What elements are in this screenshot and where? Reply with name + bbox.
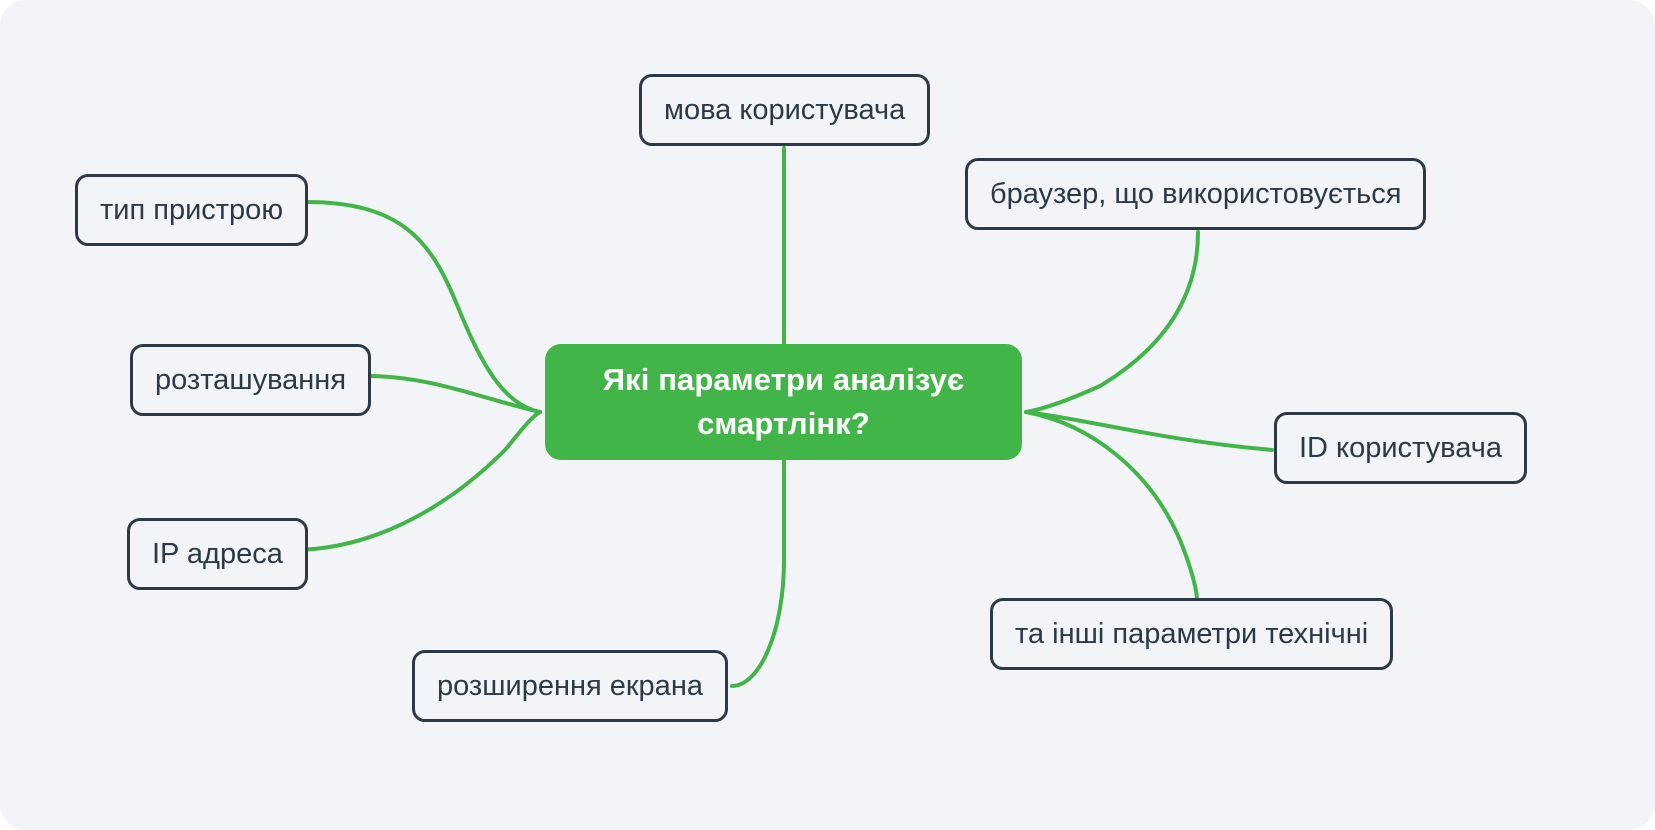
connector-other	[1024, 410, 1199, 600]
node-screen-resolution-label: розширення екрана	[437, 669, 703, 702]
connector-screen	[730, 458, 786, 688]
connector-location	[366, 374, 542, 414]
node-language-label: мова користувача	[664, 93, 906, 126]
node-language[interactable]: мова користувача	[639, 74, 931, 146]
central-node[interactable]: Які параметри аналізує смартлінк?	[545, 344, 1022, 460]
node-ip-address[interactable]: IP адреса	[127, 518, 308, 590]
node-other-parameters-label: та інші параметри технічні	[1015, 617, 1369, 650]
node-browser[interactable]: браузер, що використовується	[965, 158, 1427, 230]
connector-browser	[1024, 230, 1200, 414]
node-location[interactable]: розташування	[130, 344, 372, 416]
node-device-type-label: тип пристрою	[100, 193, 284, 226]
node-user-id-label: ID користувача	[1299, 431, 1502, 464]
central-node-label: Які параметри аналізує смартлінк?	[602, 361, 965, 441]
node-browser-label: браузер, що використовується	[990, 177, 1402, 210]
node-other-parameters[interactable]: та інші параметри технічні	[990, 598, 1394, 670]
node-screen-resolution[interactable]: розширення екрана	[412, 650, 728, 722]
connector-ip	[290, 410, 542, 552]
node-ip-address-label: IP адреса	[152, 537, 283, 570]
node-location-label: розташування	[155, 363, 347, 396]
connector-userid	[1024, 410, 1274, 452]
node-device-type[interactable]: тип пристрою	[75, 174, 309, 246]
node-user-id[interactable]: ID користувача	[1274, 412, 1527, 484]
